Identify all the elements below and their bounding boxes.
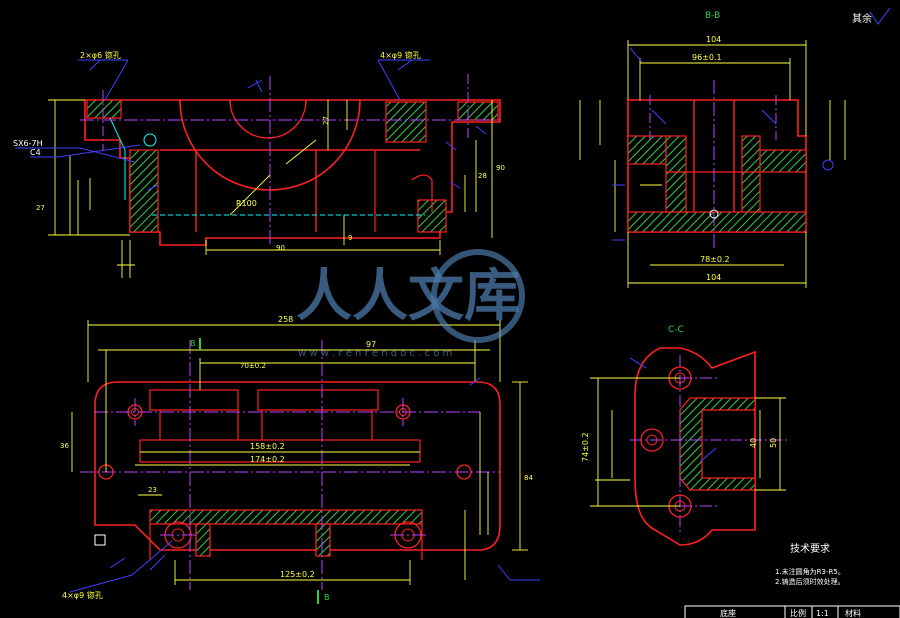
radius-label: R100 — [236, 199, 257, 208]
bb-bottom-dim: 104 — [706, 273, 721, 282]
cc-hatch — [679, 397, 756, 491]
plan-158-dim: 158±0.2 — [250, 442, 285, 451]
thread-spec-label: SX6-7H — [13, 139, 43, 148]
watermark-text: 人人文库 — [296, 264, 520, 329]
title-block: 底座 比例 1:1 材料 — [684, 605, 900, 618]
svg-text:70±0.2: 70±0.2 — [240, 362, 266, 370]
section-cc-view: C-C — [590, 325, 790, 546]
tech-requirements-title: 技术要求 — [790, 542, 830, 555]
watermark-url: w w w . r e n r e n d o c . c o m — [298, 348, 452, 359]
drill-note-top-left: 2×φ6 锪孔 — [80, 50, 121, 60]
hatch-left-wall — [129, 149, 159, 233]
svg-text:28: 28 — [478, 172, 487, 180]
section-bb-view: B-B 其余 — [579, 7, 891, 288]
section-cc-label: C-C — [668, 325, 684, 335]
main-section-view — [15, 59, 501, 278]
svg-text:90: 90 — [496, 164, 505, 172]
title-cell-2: 比例 — [790, 608, 806, 618]
chamfer-label: C4 — [30, 148, 41, 157]
title-cell-4: 材料 — [845, 608, 861, 618]
hatch-top-right — [385, 101, 427, 143]
plan-outline — [94, 381, 501, 551]
plan-hatch-band — [149, 509, 423, 525]
svg-text:84: 84 — [524, 474, 533, 482]
cc-height-dim: 74±0.2 — [581, 432, 590, 462]
tech-note-2: 2.铸造后须时效处理。 — [775, 577, 845, 586]
title-cell-1: 底座 — [720, 608, 736, 618]
general-roughness-label: 其余 — [852, 12, 872, 25]
view-marker-bottom: B — [324, 593, 330, 602]
plan-length-dim: 258 — [278, 315, 293, 324]
svg-text:23: 23 — [148, 486, 157, 494]
section-bb-label: B-B — [705, 11, 720, 21]
tech-note-1: 1.未注圆角为R3-R5。 — [775, 567, 845, 576]
title-cell-3: 1:1 — [816, 609, 829, 618]
svg-text:27: 27 — [322, 116, 330, 125]
plan-125-dim: 125±0.2 — [280, 570, 315, 579]
plan-174-dim: 174±0.2 — [250, 455, 285, 464]
drill-note-top-right: 4×φ9 锪孔 — [380, 50, 421, 60]
bb-base-dim: 78±0.2 — [700, 255, 730, 264]
cc-outline — [634, 347, 756, 546]
bb-width-dim: 104 — [706, 35, 721, 44]
watermark-logo — [431, 249, 525, 343]
plan-97-dim: 97 — [366, 340, 376, 349]
bb-inner-dim: 96±0.1 — [692, 53, 722, 62]
svg-text:9: 9 — [348, 234, 352, 242]
hatch-top-left — [86, 99, 122, 119]
plan-view — [69, 320, 540, 604]
drill-note-bottom-left: 4×φ9 锪孔 — [62, 590, 103, 600]
svg-text:36: 36 — [60, 442, 69, 450]
cc-outer-dim: 50 — [769, 438, 778, 448]
cc-inner-dim: 40 — [749, 438, 758, 448]
view-marker-top: B — [190, 339, 196, 348]
watermark: 人人文库 w w w . r e n r e n d o c . c o m — [296, 249, 525, 359]
svg-text:90: 90 — [276, 244, 285, 252]
svg-text:27: 27 — [36, 204, 45, 212]
